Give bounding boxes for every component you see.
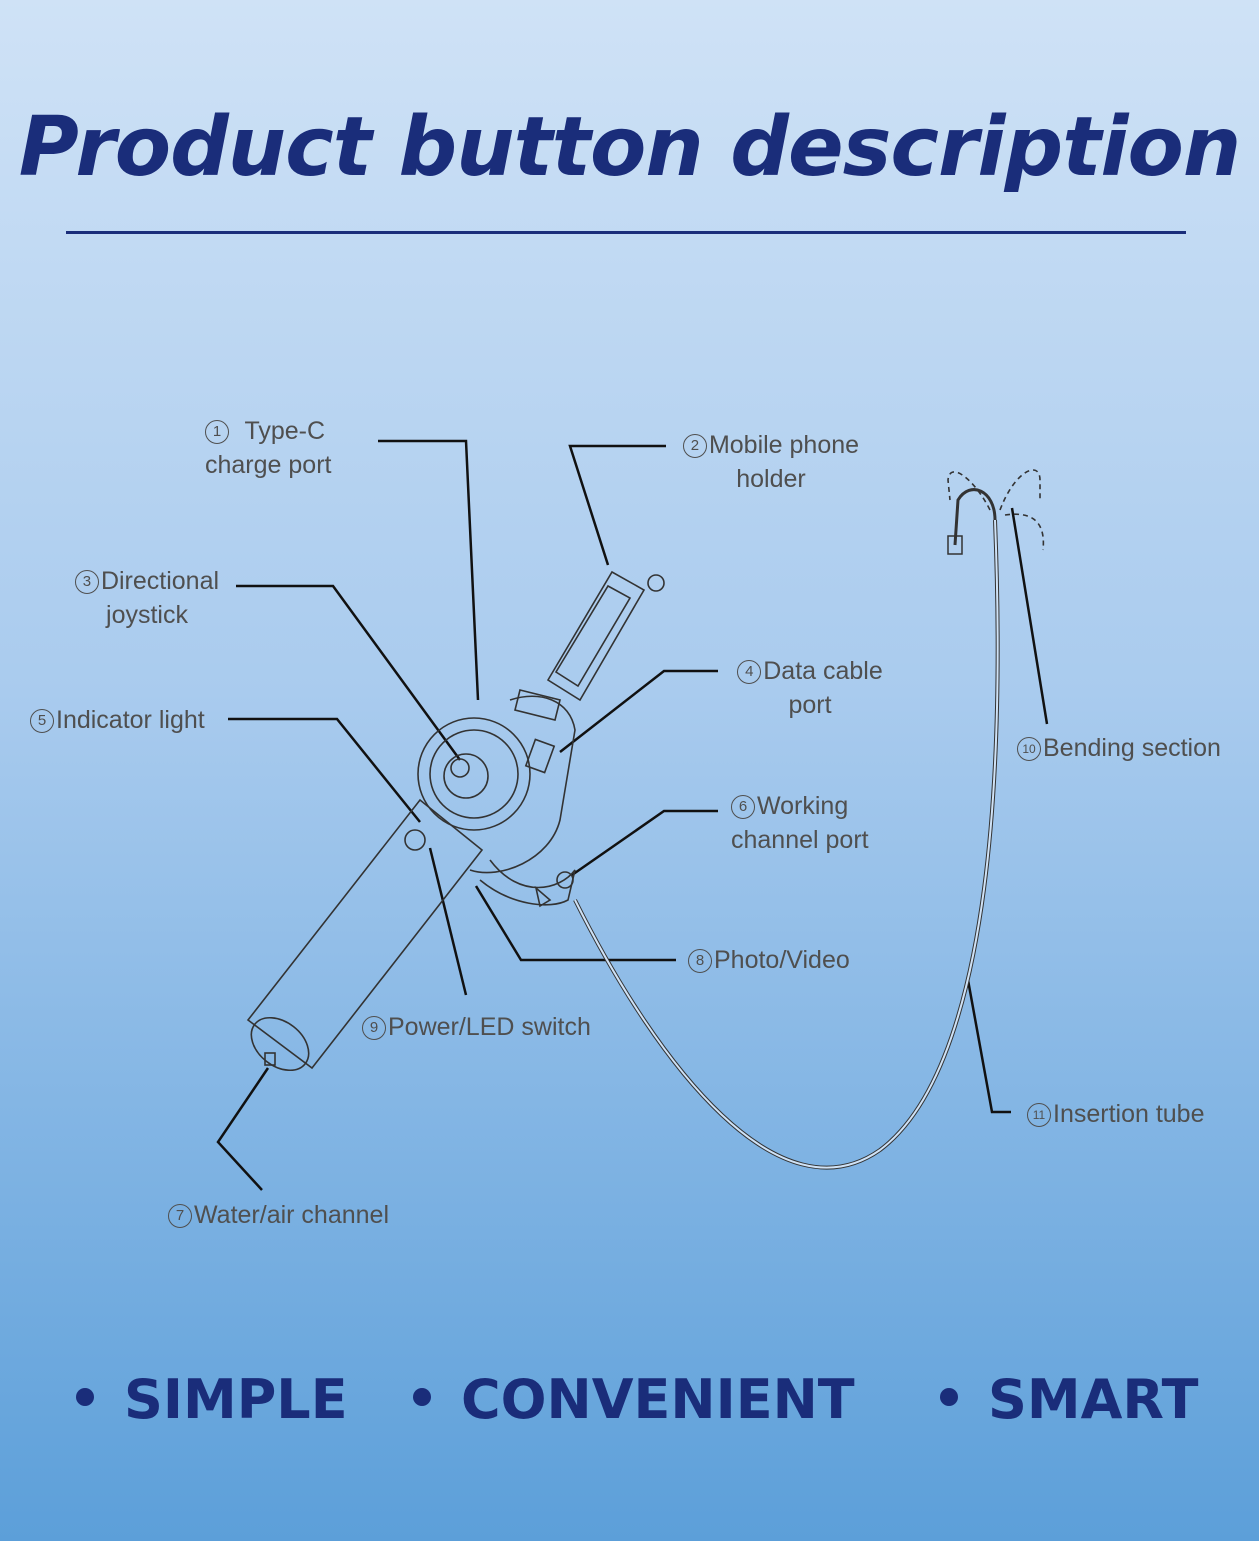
- label-text: charge port: [205, 451, 332, 479]
- number-badge: 10: [1017, 737, 1041, 761]
- leader-lines: [216, 439, 1049, 1191]
- feature-convenient: CONVENIENT: [413, 1365, 855, 1435]
- feature-text: SIMPLE: [124, 1368, 348, 1431]
- bullet-icon: [76, 1388, 94, 1406]
- label-text: Type-C: [244, 417, 326, 445]
- label-text: Indicator light: [56, 706, 205, 734]
- label-text: Bending section: [1043, 734, 1221, 762]
- bending-section: [947, 469, 1045, 555]
- number-badge: 7: [168, 1204, 192, 1228]
- number-badge: 5: [30, 709, 54, 733]
- label-text: holder: [736, 465, 806, 493]
- label-text: Water/air channel: [194, 1201, 389, 1229]
- number-badge: 3: [74, 570, 99, 594]
- label-text: Photo/Video: [714, 946, 850, 974]
- number-badge: 8: [688, 949, 712, 973]
- label-text: joystick: [106, 601, 188, 629]
- page-title: Product button description: [18, 100, 1242, 195]
- feature-text: CONVENIENT: [461, 1368, 855, 1431]
- label-text: Insertion tube: [1053, 1100, 1205, 1128]
- feature-text: SMART: [988, 1368, 1199, 1431]
- feature-smart: SMART: [940, 1365, 1198, 1435]
- label-text: port: [788, 691, 832, 719]
- number-badge: 4: [737, 660, 762, 684]
- label-text: Mobile phone: [708, 431, 860, 459]
- insertion-tube: [573, 519, 1000, 1170]
- feature-simple: SIMPLE: [76, 1365, 348, 1435]
- label-text: Power/LED switch: [388, 1013, 591, 1041]
- label-text: Working: [757, 792, 849, 820]
- phone-holder: [546, 570, 665, 702]
- number-badge: 6: [731, 795, 755, 819]
- number-badge: 9: [362, 1016, 386, 1040]
- bullet-icon: [940, 1388, 958, 1406]
- label-text: Data cable: [763, 657, 883, 685]
- bullet-icon: [413, 1388, 431, 1406]
- handle: [246, 689, 576, 1072]
- number-badge: 11: [1027, 1103, 1051, 1127]
- number-badge: 2: [682, 434, 707, 458]
- label-text: channel port: [731, 826, 869, 854]
- number-badge: 1: [205, 420, 229, 444]
- label-type-c-charge-port: 1 Type-C charge port: [205, 414, 331, 482]
- label-text: Directional: [100, 567, 220, 595]
- title-divider: [66, 231, 1186, 234]
